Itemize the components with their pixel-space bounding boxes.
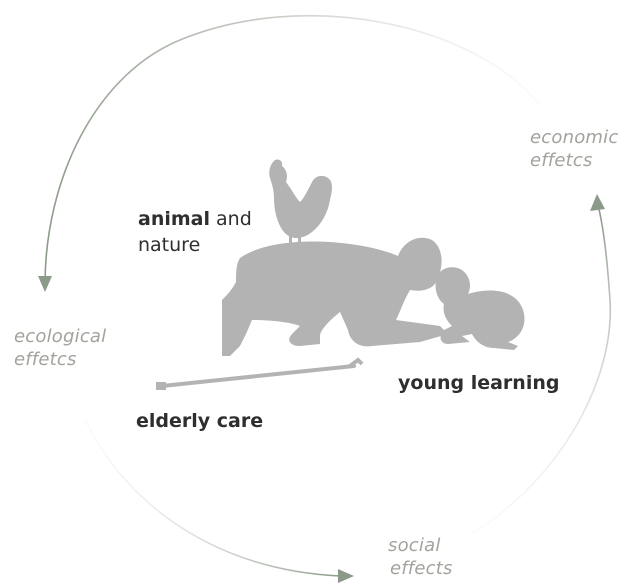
animal-nature-line1: animal and (138, 206, 252, 232)
economic-effects-line2: effetcs (530, 150, 593, 171)
animal-and-text: and (210, 208, 252, 230)
animal-nature-label: animal and nature (138, 206, 252, 258)
kneeling-adult-silhouette-icon (222, 237, 448, 356)
rooster-silhouette-icon (269, 159, 332, 246)
arrowhead-ecological-icon (38, 276, 52, 292)
ecological-effects-label: ecological effetcs (14, 325, 106, 371)
economic-effects-line1: economic (530, 127, 619, 148)
social-effects-line1: social (388, 535, 441, 556)
ecological-effects-line2: effetcs (14, 349, 77, 370)
social-effects-label: social effects (388, 534, 453, 580)
arc-ecological-to-social (84, 419, 341, 577)
crawling-baby-silhouette-icon (435, 267, 525, 350)
arc-social-to-economic (469, 204, 612, 536)
arrowhead-social-icon (338, 569, 354, 583)
arrowhead-economic-icon (590, 194, 605, 211)
young-learning-label: young learning (398, 372, 560, 394)
walking-cane-icon (156, 357, 364, 390)
ecological-effects-line1: ecological (14, 326, 107, 347)
social-effects-line2: effects (390, 558, 453, 579)
animal-nature-line2: nature (138, 234, 201, 256)
elderly-care-label: elderly care (136, 410, 264, 432)
economic-effects-label: economic effetcs (530, 126, 618, 172)
arc-economic-to-ecological (44, 14, 541, 286)
animal-bold-text: animal (138, 208, 210, 230)
